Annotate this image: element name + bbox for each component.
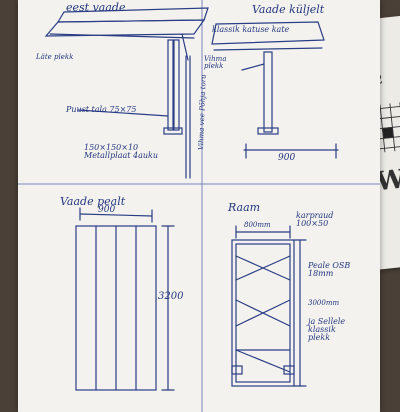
roof-label: klassik katuse kate <box>212 25 290 34</box>
plate-label: 150×150×10 Metallplaat 4auku <box>84 143 159 160</box>
top-width-dimension: 900 <box>98 205 116 215</box>
flashing-label: Vihma plekk <box>204 55 227 70</box>
post-label: Puust tala 75×75 <box>66 105 137 114</box>
frame-length-label: 3000mm <box>308 299 340 307</box>
side-view-drawing <box>211 21 339 159</box>
top-view-drawing <box>75 207 175 391</box>
gutter-label: Läte plekk <box>36 53 74 61</box>
side-width-dimension: 900 <box>278 153 296 163</box>
frame-width-dimension: 800mm <box>244 221 271 229</box>
side-view-title: Vaade küljelt <box>252 3 325 16</box>
top-length-dimension: 3200 <box>158 291 184 302</box>
frame-view-title: Raam <box>228 201 261 214</box>
osb-label: Peale OSB 18mm <box>308 261 351 278</box>
sketch-paper: eest vaade Läte plekk Puust tala 75×75 1… <box>18 0 380 412</box>
top-view-title: Vaade pealt <box>60 195 126 208</box>
east-view-drawing <box>44 7 209 179</box>
east-view-title: eest vaade <box>66 1 126 14</box>
frame-view-drawing <box>231 225 307 387</box>
finish-label: ja Sellele klassik plekk <box>308 317 346 342</box>
rafter-label: karpraud 100×50 <box>296 211 334 228</box>
sketch-drawing <box>18 0 380 412</box>
